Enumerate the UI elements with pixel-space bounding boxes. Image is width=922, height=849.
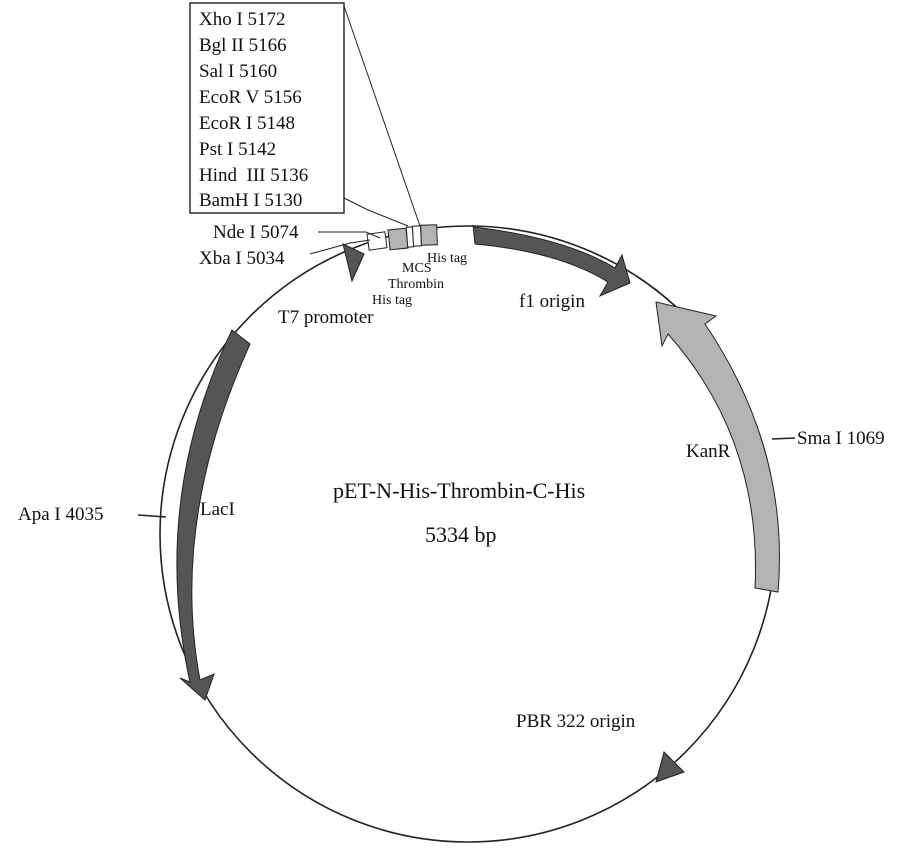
t7-promoter-arrowhead — [342, 243, 365, 283]
apa-tick — [137, 514, 167, 518]
xba-leader — [309, 239, 371, 255]
label-thrombin: Thrombin — [388, 277, 444, 292]
label-his-tag-c: His tag — [427, 251, 467, 266]
site-pst: Pst I 5142 — [199, 139, 276, 160]
site-sal: Sal I 5160 — [199, 61, 277, 82]
site-bamh: BamH I 5130 — [199, 190, 302, 211]
site-sma: Sma I 1069 — [797, 428, 885, 449]
laci-arrow — [176, 329, 251, 701]
bamh-leader — [343, 197, 409, 227]
site-ecori: EcoR I 5148 — [199, 113, 295, 134]
sites-box-leader — [343, 5, 421, 227]
site-ecorv: EcoR V 5156 — [199, 87, 302, 108]
site-apa: Apa I 4035 — [18, 504, 103, 525]
site-xba: Xba I 5034 — [199, 248, 285, 269]
site-bgl: Bgl II 5166 — [199, 35, 287, 56]
site-xho: Xho I 5172 — [199, 9, 286, 30]
sma-tick — [771, 437, 796, 440]
nde-leader — [318, 231, 381, 239]
plasmid-size: 5334 bp — [425, 522, 497, 547]
label-f1-origin: f1 origin — [519, 291, 585, 312]
label-mcs: MCS — [402, 261, 432, 276]
his-tag-c-box — [420, 224, 438, 246]
restriction-sites-box — [189, 2, 345, 214]
label-kanr: KanR — [686, 441, 731, 462]
f1-origin-arrow — [472, 224, 631, 298]
kanr-arrow — [655, 301, 780, 593]
xba-nde-box — [366, 231, 388, 251]
site-nde: Nde I 5074 — [213, 222, 299, 243]
label-his-tag-n: His tag — [372, 293, 412, 308]
his-tag-n-box — [387, 227, 409, 251]
label-pbr322-origin: PBR 322 origin — [516, 711, 636, 732]
mcs-box — [411, 225, 423, 247]
site-hind: Hind III 5136 — [199, 165, 308, 186]
plasmid-name: pET-N-His-Thrombin-C-His — [333, 478, 585, 503]
label-laci: LacI — [200, 499, 235, 520]
pbr322-arrowhead — [655, 751, 685, 783]
label-t7-promoter: T7 promoter — [278, 307, 374, 328]
